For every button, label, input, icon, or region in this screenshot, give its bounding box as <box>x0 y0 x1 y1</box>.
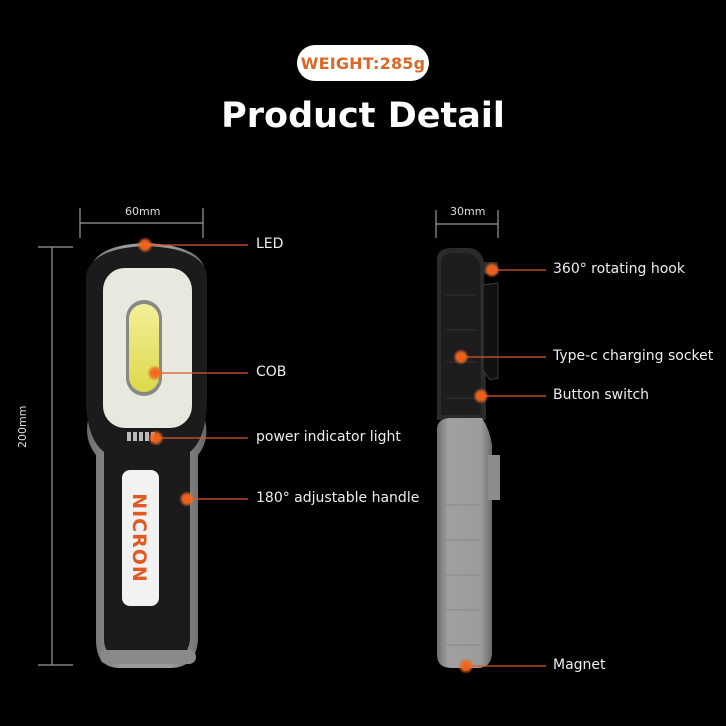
width-dimension-line <box>79 208 204 238</box>
height-dimension-label: 200mm <box>16 405 29 448</box>
callout-button: Button switch <box>553 387 650 403</box>
socket-callout-dot <box>453 349 469 365</box>
button-callout-dot <box>473 388 489 404</box>
width-dimension-label: 60mm <box>125 205 161 218</box>
side-callout-lines <box>461 269 546 667</box>
brand-logo: NICRON <box>128 493 150 583</box>
magnet-callout-dot <box>458 658 474 674</box>
front-view-device: NICRON <box>86 243 207 668</box>
hook-callout-dot <box>484 262 500 278</box>
front-callout-dots <box>137 237 195 507</box>
led-callout-dot <box>137 237 153 253</box>
callout-hook: 360° rotating hook <box>553 261 685 277</box>
depth-dimension-label: 30mm <box>450 205 486 218</box>
handle-callout-dot <box>179 491 195 507</box>
indicator-callout-dot <box>148 430 164 446</box>
front-callout-lines <box>145 244 248 500</box>
side-view-device <box>437 248 500 668</box>
callout-magnet: Magnet <box>553 657 606 673</box>
weight-badge: WEIGHT:285g <box>297 45 429 81</box>
page-title: Product Detail <box>221 96 505 136</box>
callout-power-indicator: power indicator light <box>256 429 401 445</box>
callout-cob: COB <box>256 364 287 380</box>
side-callout-dots <box>453 262 500 674</box>
depth-dimension-line <box>435 210 499 238</box>
callout-socket: Type-c charging socket <box>553 348 714 364</box>
callout-handle: 180° adjustable handle <box>256 490 420 506</box>
callout-led: LED <box>256 236 284 252</box>
cob-callout-dot <box>147 365 163 381</box>
height-dimension-line <box>38 246 73 666</box>
